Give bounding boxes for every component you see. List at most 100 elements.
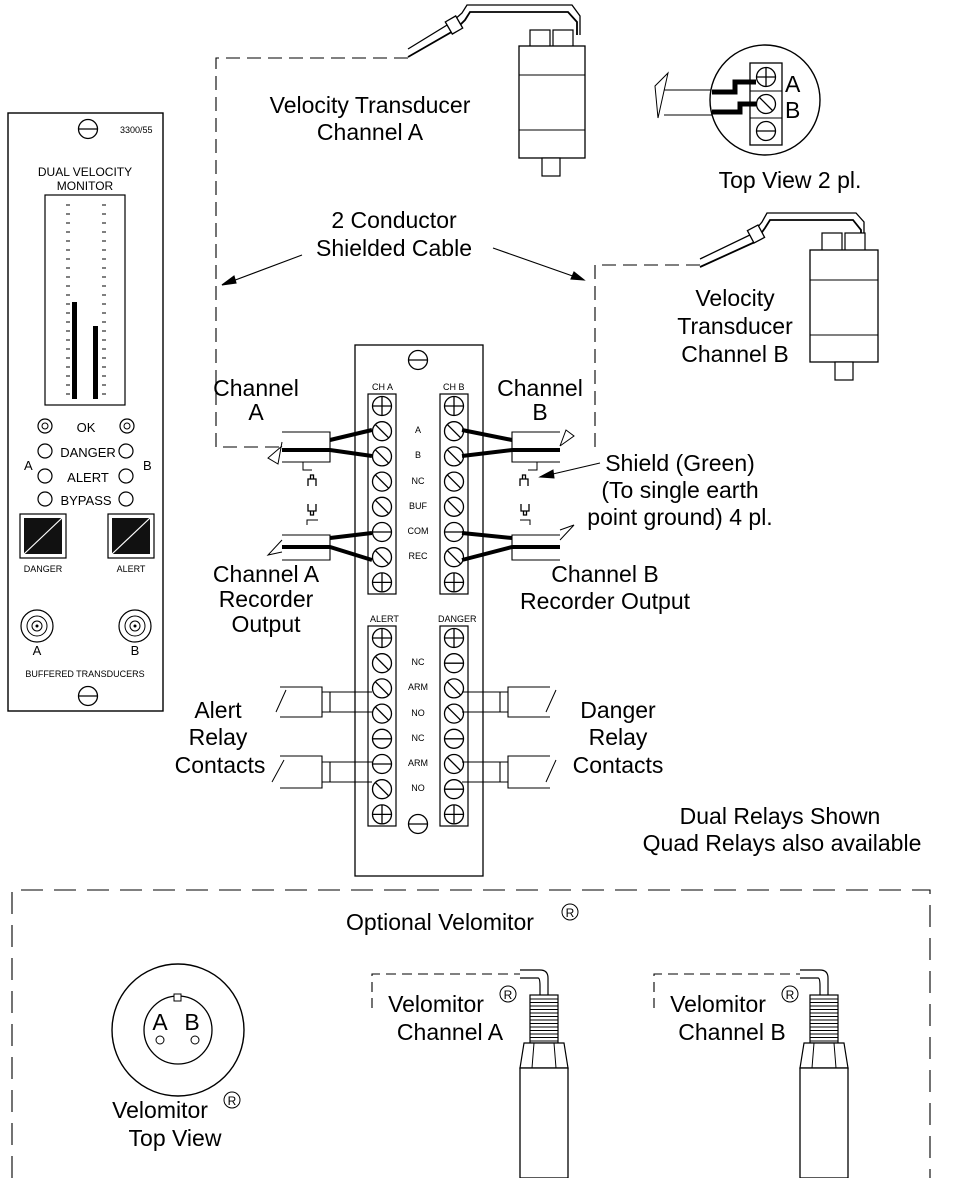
pin-label: NO	[411, 708, 425, 718]
terminal-screw-icon	[443, 804, 465, 825]
recorder-a-label-1: Channel A	[213, 561, 320, 587]
velomitor-top-view	[111, 963, 245, 1097]
terminal-screw-icon	[371, 728, 393, 749]
transducer-b-label-line3: Channel B	[681, 341, 788, 367]
shield-label-1: Shield (Green)	[605, 450, 755, 476]
bargraph-bar-b	[93, 326, 98, 399]
channel-a-label-1: Channel	[213, 375, 299, 401]
pin-label: NO	[411, 783, 425, 793]
pin-label: BUF	[409, 501, 428, 511]
led-ok-b	[119, 418, 135, 434]
bargraph-display	[44, 194, 126, 406]
recorder-b-label-2: Recorder Output	[520, 588, 691, 614]
recorder-b-label-1: Channel B	[551, 561, 658, 587]
svg-text:R: R	[504, 988, 513, 1002]
bargraph-scale-ticks	[66, 204, 106, 395]
shield-label-3: point ground) 4 pl.	[587, 504, 772, 530]
recorder-a-label-3: Output	[231, 611, 301, 637]
terminal-screw-icon	[371, 521, 393, 543]
shield-label-2: (To single earth	[601, 477, 758, 503]
channel-a-label-2: A	[248, 399, 264, 425]
terminal-screw-icon	[443, 728, 465, 749]
terminal-screw-icon	[443, 547, 465, 568]
terminal-screw-icon	[443, 653, 465, 674]
led-alert-b	[118, 468, 134, 484]
terminal-block	[354, 344, 484, 877]
led-channel-b-label: B	[143, 458, 152, 473]
top-view-caption: Top View 2 pl.	[719, 167, 862, 193]
monitor-footer: BUFFERED TRANSDUCERS	[25, 669, 144, 679]
velomitor-top-view-label-1: Velomitor	[112, 1097, 208, 1123]
recorder-a-label-2: Recorder	[219, 586, 314, 612]
velomitor-b-label-1: Velomitor	[670, 991, 766, 1017]
pin-label: NC	[412, 733, 425, 743]
velomitor-a-label-2: Channel A	[397, 1019, 504, 1045]
relays-note-1: Dual Relays Shown	[680, 803, 881, 829]
led-label-ok: OK	[77, 420, 96, 435]
terminal-screw-icon	[371, 753, 393, 775]
led-label-bypass: BYPASS	[60, 493, 111, 508]
terminal-screw-icon	[443, 678, 465, 699]
terminal-screw-icon	[371, 627, 393, 649]
terminal-screw-icon	[443, 572, 465, 593]
pin-label: ARM	[408, 682, 428, 692]
velomitor-channel-b	[653, 969, 849, 1178]
terminal-screw-icon	[371, 572, 393, 593]
terminal-screw-icon	[443, 703, 465, 724]
velomitor-channel-a	[371, 969, 569, 1178]
terminal-screw-icon	[371, 779, 393, 800]
transducer-a-label-line2: Channel A	[317, 119, 424, 145]
led-danger-a	[37, 443, 53, 459]
terminal-screw-icon	[443, 421, 465, 442]
terminal-screw-icon	[371, 471, 393, 492]
terminal-screw-icon	[371, 395, 393, 417]
danger-button-label: DANGER	[24, 564, 63, 574]
terminal-screw-icon	[371, 547, 393, 568]
terminal-screw-icon	[443, 521, 465, 543]
led-bypass-a	[37, 491, 53, 507]
velomitor-pin-a: A	[152, 1009, 168, 1035]
terminal-screw-icon	[443, 446, 465, 467]
terminal-screw-icon	[371, 678, 393, 699]
alert-relay-label-1: Alert	[194, 697, 242, 723]
cable-label-line2: Shielded Cable	[316, 235, 472, 261]
optional-velomitor-border	[11, 889, 931, 1178]
top-view-terminal-a: A	[785, 71, 801, 97]
bnc-b-label: B	[131, 643, 140, 658]
top-view-terminal-b: B	[785, 97, 800, 123]
monitor-title-line1: DUAL VELOCITY	[38, 165, 132, 179]
pin-label: COM	[408, 526, 429, 536]
velomitor-top-view-label-2: Top View	[129, 1125, 222, 1151]
panel-screw-bottom-icon	[77, 685, 99, 707]
ch-b-header: CH B	[443, 382, 465, 392]
danger-relay-label-3: Contacts	[573, 752, 664, 778]
terminal-screw-icon	[371, 703, 393, 724]
led-channel-a-label: A	[24, 458, 33, 473]
alert-header: ALERT	[370, 614, 399, 624]
pin-label: NC	[412, 476, 425, 486]
transducer-a-label-line1: Velocity Transducer	[270, 92, 471, 118]
alert-relay-label-2: Relay	[189, 724, 248, 750]
terminal-screw-icon	[371, 446, 393, 467]
velomitor-b-label-2: Channel B	[678, 1019, 785, 1045]
alert-reset-button[interactable]	[107, 513, 155, 559]
transducer-b-label-line1: Velocity	[695, 285, 775, 311]
registered-mark-icon: R	[561, 903, 579, 921]
danger-header: DANGER	[438, 614, 477, 624]
terminal-screw-icon	[443, 627, 465, 649]
bnc-connector-b-icon[interactable]	[118, 609, 152, 643]
terminal-screw-icon	[443, 496, 465, 517]
transducer-top-view	[654, 44, 821, 156]
led-ok-a	[37, 418, 53, 434]
bargraph-bar-a	[72, 302, 77, 399]
pin-label: NC	[412, 657, 425, 667]
svg-text:R: R	[786, 988, 795, 1002]
pin-label: REC	[408, 551, 428, 561]
led-alert-a	[37, 468, 53, 484]
bnc-connector-a-icon[interactable]	[20, 609, 54, 643]
pin-label: B	[415, 450, 421, 460]
danger-reset-button[interactable]	[19, 513, 67, 559]
terminal-wiring	[266, 428, 601, 789]
panel-screw-icon	[77, 118, 99, 140]
